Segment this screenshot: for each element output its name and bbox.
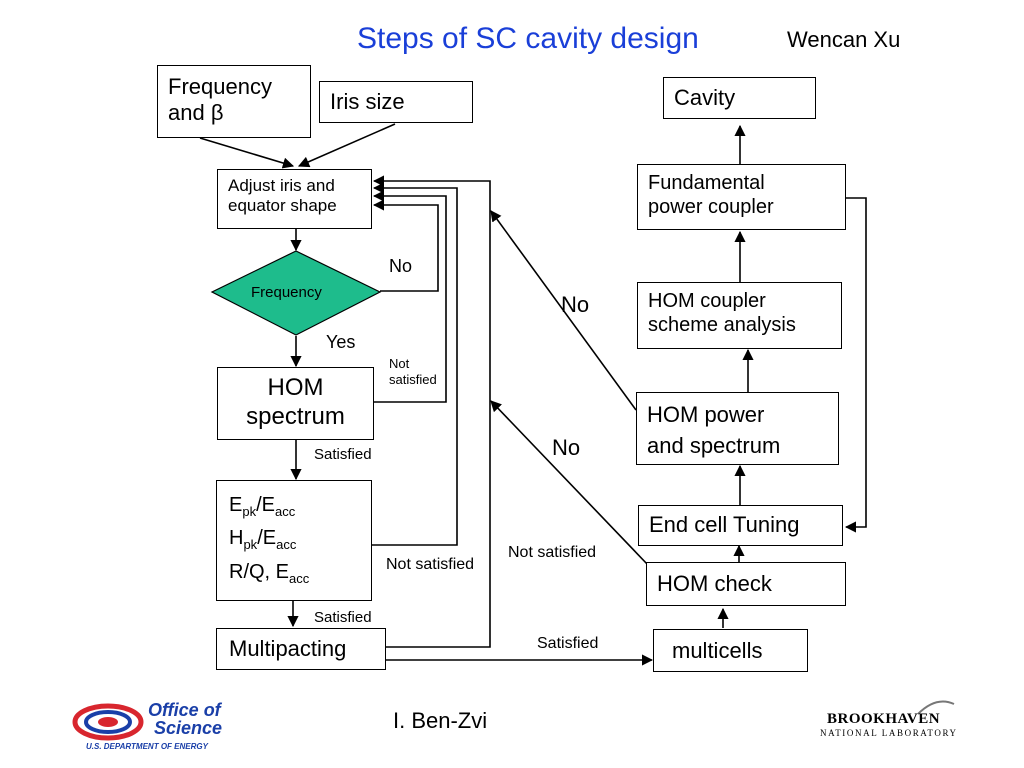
hom-power-box: HOM power and spectrum <box>636 392 839 465</box>
fundamental-coupler-line2: power coupler <box>648 196 774 218</box>
fundamental-coupler-box: Fundamental power coupler <box>637 164 846 230</box>
no-hom-check-label: No <box>552 435 581 460</box>
satisfied-hom-label: Satisfied <box>314 446 372 463</box>
slide-title: Steps of SC cavity design <box>357 22 699 55</box>
no-frequency-label: No <box>389 256 413 276</box>
frequency-beta-line2: and β <box>168 100 224 126</box>
not-satisfied-mp-label: Not satisfied <box>508 544 597 561</box>
multicells-label: multicells <box>672 638 763 663</box>
rq-eacc-label: R/Q, Eacc <box>229 560 310 586</box>
satisfied-peak-label: Satisfied <box>314 609 372 626</box>
end-cell-tuning-label: End cell Tuning <box>649 512 800 537</box>
hom-power-line2: and spectrum <box>647 432 781 458</box>
yes-frequency-label: Yes <box>326 332 356 352</box>
bnl-swoosh-icon <box>917 700 955 715</box>
edge-homcheck-no <box>490 400 649 566</box>
doe-swirl-icon <box>72 703 144 741</box>
frequency-beta-box: Frequency and β <box>157 65 311 138</box>
bnl-line2: NATIONAL LABORATORY <box>820 728 958 738</box>
edge-frequency-to-adjust <box>199 137 295 169</box>
adjust-iris-box: Adjust iris and equator shape <box>217 169 372 229</box>
iris-size-label: Iris size <box>330 89 405 114</box>
no-hom-power-label: No <box>561 292 590 317</box>
bnl-line1: BROOKHAVEN <box>827 711 941 727</box>
multicells-box: multicells <box>653 629 808 672</box>
edge-hom-not-satisfied <box>372 190 447 403</box>
hom-spectrum-box: HOM spectrum <box>217 367 374 440</box>
author-name: Wencan Xu <box>787 27 901 52</box>
edge-mp-not-satisfied <box>372 175 491 648</box>
frequency-beta-line1: Frequency <box>168 74 272 99</box>
hom-coupler-line1: HOM coupler <box>648 290 766 312</box>
edge-fundamental-to-endcell <box>844 197 867 533</box>
office-dept: U.S. DEPARTMENT OF ENERGY <box>86 742 208 751</box>
cavity-label: Cavity <box>674 85 736 110</box>
frequency-decision-label: Frequency <box>251 284 322 301</box>
adjust-iris-line2: equator shape <box>228 196 337 216</box>
office-line2: Science <box>154 718 223 738</box>
brookhaven-logo: BROOKHAVEN NATIONAL LABORATORY <box>818 700 978 746</box>
fundamental-coupler-line1: Fundamental <box>648 172 765 194</box>
not-satisfied-peak-label: Not satisfied <box>386 556 475 573</box>
edge-iris-to-adjust <box>297 123 396 168</box>
edge-hompower-no <box>490 210 637 411</box>
frequency-decision-diamond <box>210 250 382 336</box>
iris-size-box: Iris size <box>319 81 473 123</box>
not-satisfied-hom-label: Not satisfied <box>389 356 437 388</box>
hom-coupler-box: HOM coupler scheme analysis <box>637 282 842 349</box>
edge-decision-no <box>372 199 439 292</box>
satisfied-mp-label: Satisfied <box>537 635 599 652</box>
hom-coupler-line2: scheme analysis <box>648 314 796 336</box>
cavity-box: Cavity <box>663 77 816 119</box>
adjust-iris-line1: Adjust iris and <box>228 176 335 195</box>
peak-fields-box: Epk/Eacc Hpk/Eacc R/Q, Eacc <box>216 480 372 601</box>
office-line1: Office of <box>148 700 221 720</box>
presenter-name: I. Ben-Zvi <box>393 708 488 733</box>
end-cell-tuning-box: End cell Tuning <box>638 505 843 546</box>
hom-spectrum-line2: spectrum <box>246 402 345 430</box>
epk-eacc-label: Epk/Eacc <box>229 494 296 519</box>
office-of-science-logo: Office of Science U.S. DEPARTMENT OF ENE… <box>72 700 247 754</box>
hpk-eacc-label: Hpk/Eacc <box>229 527 297 553</box>
hom-power-line1: HOM power <box>647 402 765 427</box>
hom-check-box: HOM check <box>646 562 846 606</box>
multipacting-box: Multipacting <box>216 628 386 670</box>
hom-check-label: HOM check <box>657 571 772 596</box>
hom-spectrum-line1: HOM <box>267 374 324 401</box>
multipacting-label: Multipacting <box>229 636 347 661</box>
edge-peak-not-satisfied <box>372 182 458 546</box>
